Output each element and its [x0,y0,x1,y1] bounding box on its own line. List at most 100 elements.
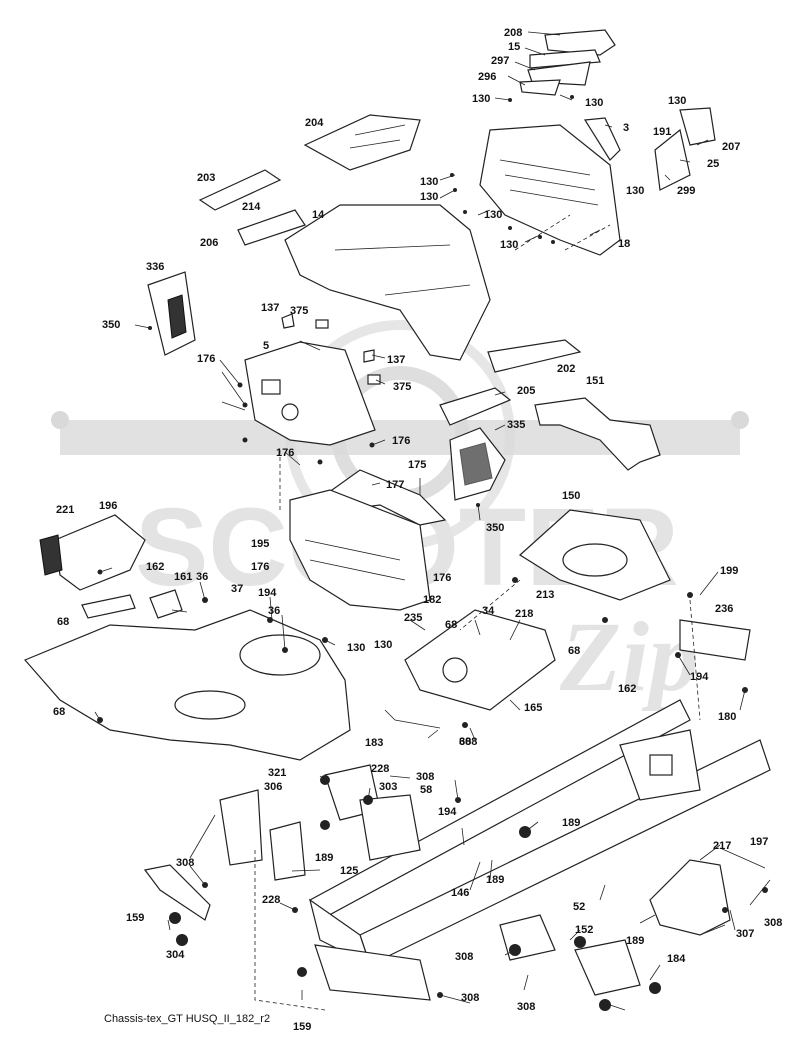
callout-label-206: 206 [200,237,218,249]
part-303 [359,794,421,861]
callout-label-159: 159 [126,912,144,924]
callout-label-159: 159 [293,1021,311,1033]
part-180-frame [309,699,771,1001]
callout-label-214: 214 [242,201,261,213]
callout-label-175: 175 [408,459,426,471]
callout-label-162: 162 [618,683,636,695]
part-218 [679,619,751,661]
part-182 [289,489,431,611]
parts [23,29,771,1001]
callout-label-306: 306 [264,781,282,793]
part-296 [519,79,561,96]
callout-label-296: 296 [478,71,496,83]
callout-label-130: 130 [420,176,438,188]
callout-label-336: 336 [146,261,164,273]
callout-label-176: 176 [251,561,269,573]
callout-label-137: 137 [387,354,405,366]
callout-label-184: 184 [667,953,686,965]
callout-label-191: 191 [653,126,671,138]
callout-label-68: 68 [445,619,457,631]
callout-label-196: 196 [99,500,117,512]
callout-label-14: 14 [312,209,325,221]
callout-label-213: 213 [536,589,554,601]
part-202 [487,339,582,373]
part-207 [679,107,716,146]
callout-label-199: 199 [720,565,738,577]
callout-label-183: 183 [365,737,383,749]
callout-label-308: 308 [176,857,194,869]
part-205 [439,387,512,426]
callout-label-125: 125 [340,865,358,877]
callout-label-25: 25 [707,158,719,170]
callout-label-58: 58 [420,784,432,796]
callout-label-189: 189 [315,852,333,864]
part-58 [219,789,263,866]
part-14-dash [284,204,491,361]
callout-label-299: 299 [677,185,695,197]
callout-label-308: 308 [461,992,479,1004]
callout-label-308: 308 [517,1001,535,1013]
callout-label-202: 202 [557,363,575,375]
callout-label-217: 217 [713,840,731,852]
part-3 [583,117,621,161]
callout-label-221: 221 [56,504,74,516]
part-152 [649,859,731,936]
callout-label-195: 195 [251,538,269,550]
callout-label-203: 203 [197,172,215,184]
part-34-plate [404,609,556,711]
callout-label-130: 130 [626,185,644,197]
callout-label-68: 68 [57,616,69,628]
callout-label-177: 177 [386,479,404,491]
callout-label-189: 189 [486,874,504,886]
callout-label-308: 308 [416,771,434,783]
callout-label-68: 68 [53,706,65,718]
callout-label-130: 130 [374,639,392,651]
callout-label-36: 36 [268,605,280,617]
part-151-bracket [534,397,661,471]
part-18-hood [479,124,621,256]
callout-label-5: 5 [263,340,269,352]
callout-label-207: 207 [722,141,740,153]
callout-label-18: 18 [618,238,630,250]
callout-label-162: 162 [146,561,164,573]
callout-label-130: 130 [472,93,490,105]
callout-label-68: 68 [568,645,580,657]
part-204 [303,114,421,171]
part-217-rod [719,847,766,869]
part-197 [143,864,211,921]
assembly-lines [254,214,701,1011]
callout-label-36: 36 [196,571,208,583]
callout-label-236: 236 [715,603,733,615]
callout-label-228: 228 [262,894,280,906]
part-165-rod [384,709,441,729]
callout-label-3: 3 [623,122,629,134]
callout-label-307: 307 [736,928,754,940]
callout-label-308: 308 [459,736,477,748]
callout-label-235: 235 [404,612,422,624]
callout-label-182: 182 [423,594,441,606]
callout-label-130: 130 [347,642,365,654]
callout-label-321: 321 [268,767,286,779]
part-206 [237,209,306,246]
callout-label-161: 161 [174,571,192,583]
diagram-caption: Chassis-tex_GT HUSQ_II_182_r2 [104,1013,271,1025]
callout-label-194: 194 [438,806,457,818]
part-196 [54,514,146,591]
callout-label-150: 150 [562,490,580,502]
callout-label-304: 304 [166,949,185,961]
callout-label-335: 335 [507,419,525,431]
callout-label-208: 208 [504,27,522,39]
callout-label-68: 68 [459,736,471,748]
callout-label-165: 165 [524,702,542,714]
part-199 [81,594,136,619]
part-203 [198,169,282,211]
callout-label-350: 350 [486,522,504,534]
callout-label-151: 151 [586,375,604,387]
callout-label-204: 204 [305,117,324,129]
callout-label-308: 308 [764,917,782,929]
callout-label-189: 189 [626,935,644,947]
callout-label-130: 130 [484,209,502,221]
callout-label-218: 218 [515,608,533,620]
leader-lines [94,31,771,1011]
